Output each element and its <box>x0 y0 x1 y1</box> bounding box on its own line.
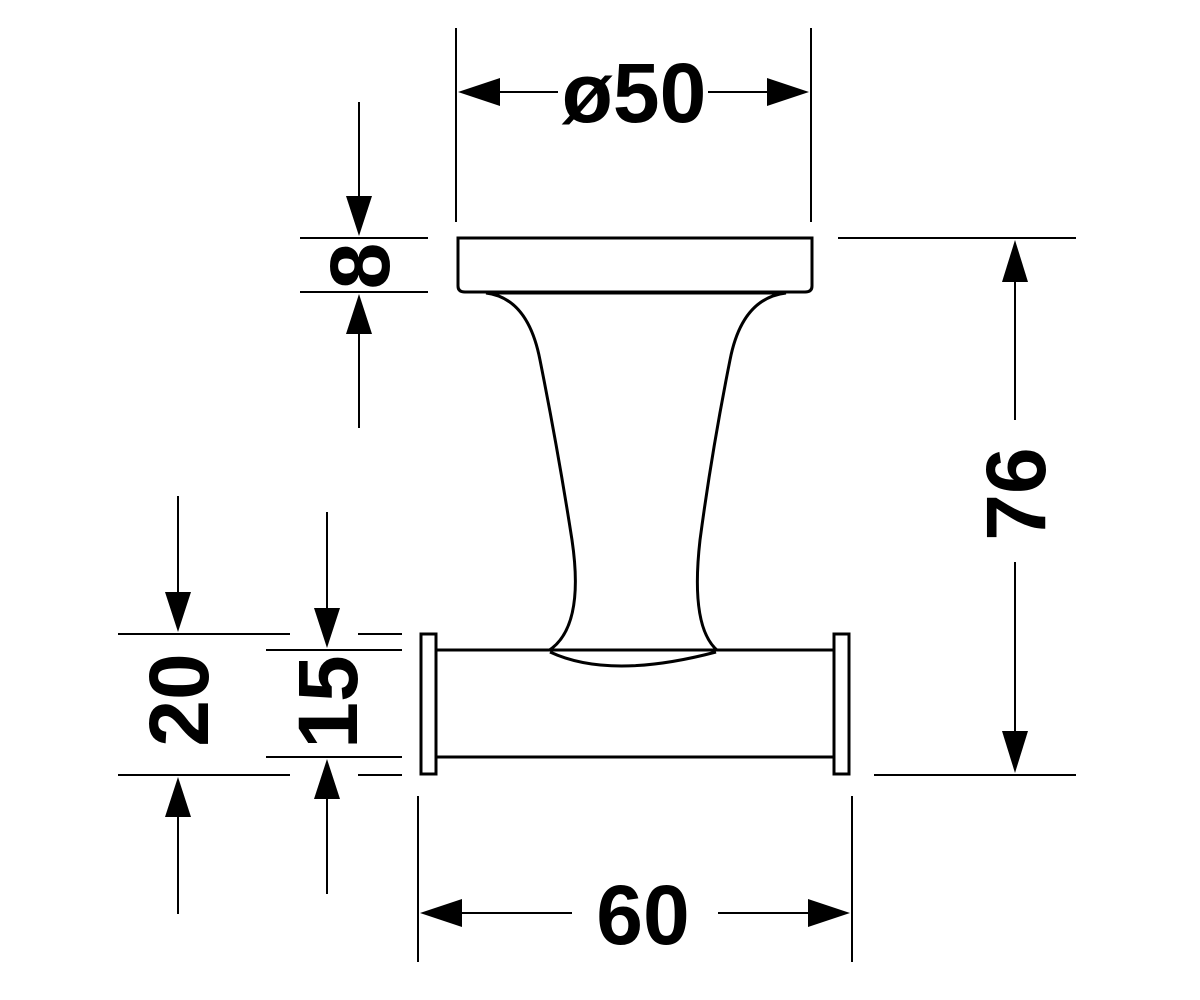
left-end-cap <box>419 632 438 776</box>
wall-plate <box>456 236 814 294</box>
dimension-base-thickness: 8 <box>300 102 428 428</box>
dimension-total-height: 76 <box>838 237 1076 776</box>
stem-joint <box>549 650 717 668</box>
dimension-diameter: ø50 <box>455 28 812 222</box>
hook-outline <box>419 236 851 776</box>
dimension-bar-width: 60 <box>417 796 853 962</box>
diameter-label: ø50 <box>562 46 707 140</box>
right-end-cap <box>832 632 851 776</box>
dimension-bar-inner: 15 <box>266 512 402 894</box>
bar-width-label: 60 <box>596 868 689 962</box>
hook-stem <box>485 291 787 676</box>
bar-inner-label: 15 <box>281 655 375 748</box>
total-height-label: 76 <box>969 447 1063 540</box>
cross-bar <box>434 648 836 759</box>
base-thickness-label: 8 <box>313 243 407 290</box>
dimension-bar-outer: 20 <box>118 496 402 914</box>
bar-outer-label: 20 <box>132 653 226 746</box>
